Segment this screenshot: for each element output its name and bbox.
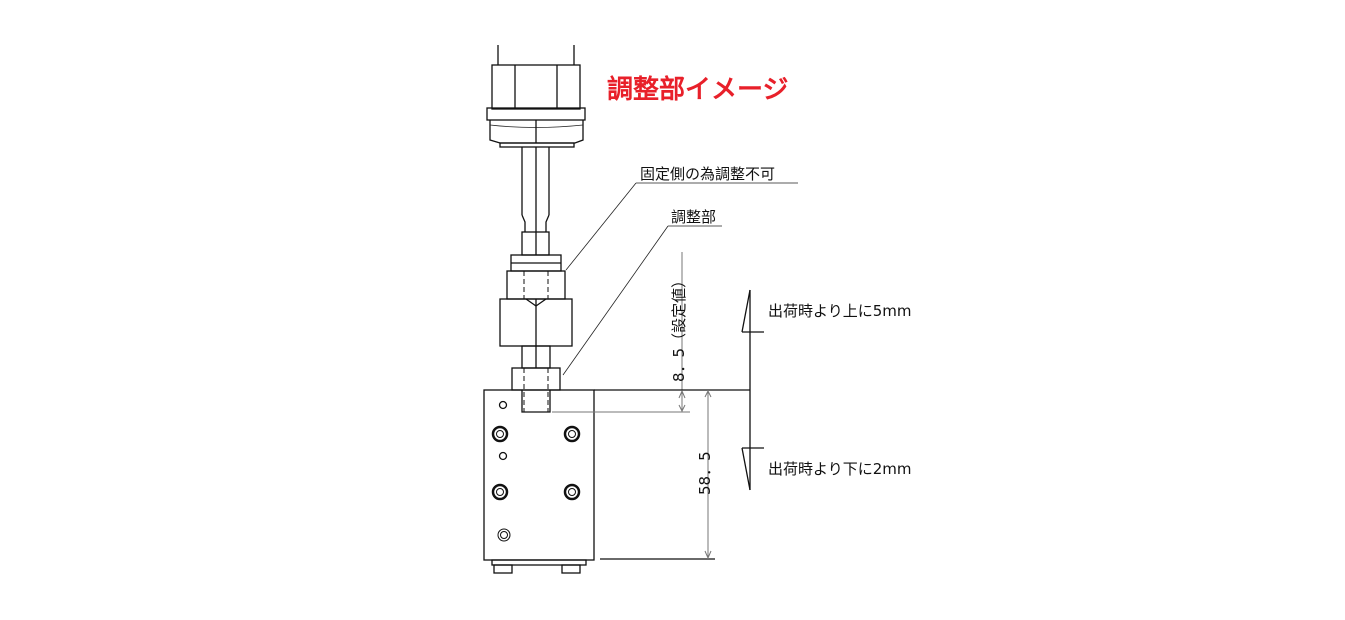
label-adjust-part: 調整部 [671, 208, 716, 226]
upper-nut-assembly [499, 254, 573, 347]
note-up-5mm: 出荷時より上に5mm [768, 302, 911, 320]
leader-lines [562, 182, 798, 376]
note-down-2mm: 出荷時より下に2mm [768, 460, 911, 478]
dim-set-value: 8．5（設定値） [670, 273, 688, 382]
dim-height: 58．5 [696, 451, 714, 495]
lower-stem [511, 345, 561, 413]
dimensions [552, 252, 764, 560]
top-fitting [486, 45, 586, 148]
shaft [521, 147, 550, 256]
diagram-title: 調整部イメージ [607, 74, 788, 105]
valve-body [483, 389, 595, 574]
label-fixed-side: 固定側の為調整不可 [640, 165, 775, 183]
